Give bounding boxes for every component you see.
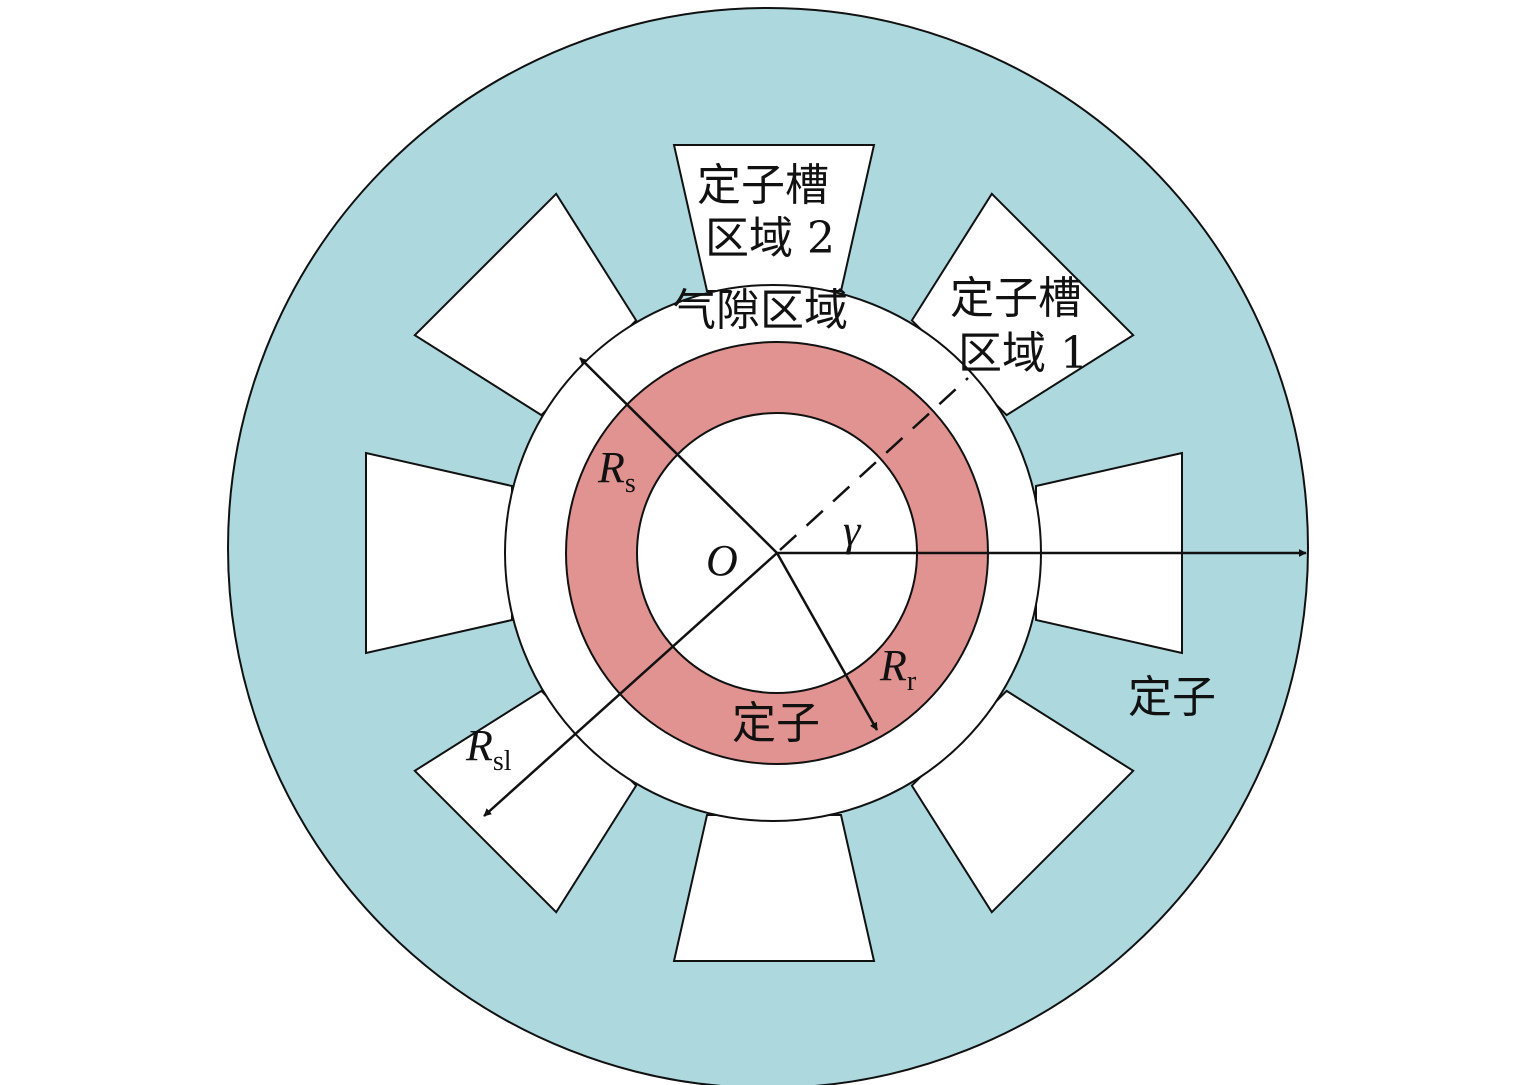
slot-region-2-label-line1: 定子槽 xyxy=(697,160,829,211)
rs-radius-arrow xyxy=(579,357,778,554)
stator-outer-label: 定子 xyxy=(1128,672,1216,723)
slot-region-2-label-line2: 区域 2 xyxy=(705,213,835,264)
rs-label: Rs xyxy=(597,443,636,499)
rsl-label: Rsl xyxy=(465,721,512,777)
stator-inner-label: 定子 xyxy=(732,698,820,749)
rsl-radius-arrow xyxy=(483,552,778,817)
slot-region-1-label-line2: 区域 1 xyxy=(958,328,1088,379)
stator-slot xyxy=(365,451,513,655)
air-gap-label: 气隙区域 xyxy=(672,285,848,336)
slot-region-1-label-line1: 定子槽 xyxy=(950,273,1082,324)
rr-label: Rr xyxy=(879,641,917,697)
angle-dashed-line xyxy=(779,377,969,551)
stator-slot xyxy=(672,814,876,962)
angle-gamma-label: γ xyxy=(843,506,862,555)
rr-radius-arrow xyxy=(775,552,879,731)
origin-label: O xyxy=(706,536,738,585)
